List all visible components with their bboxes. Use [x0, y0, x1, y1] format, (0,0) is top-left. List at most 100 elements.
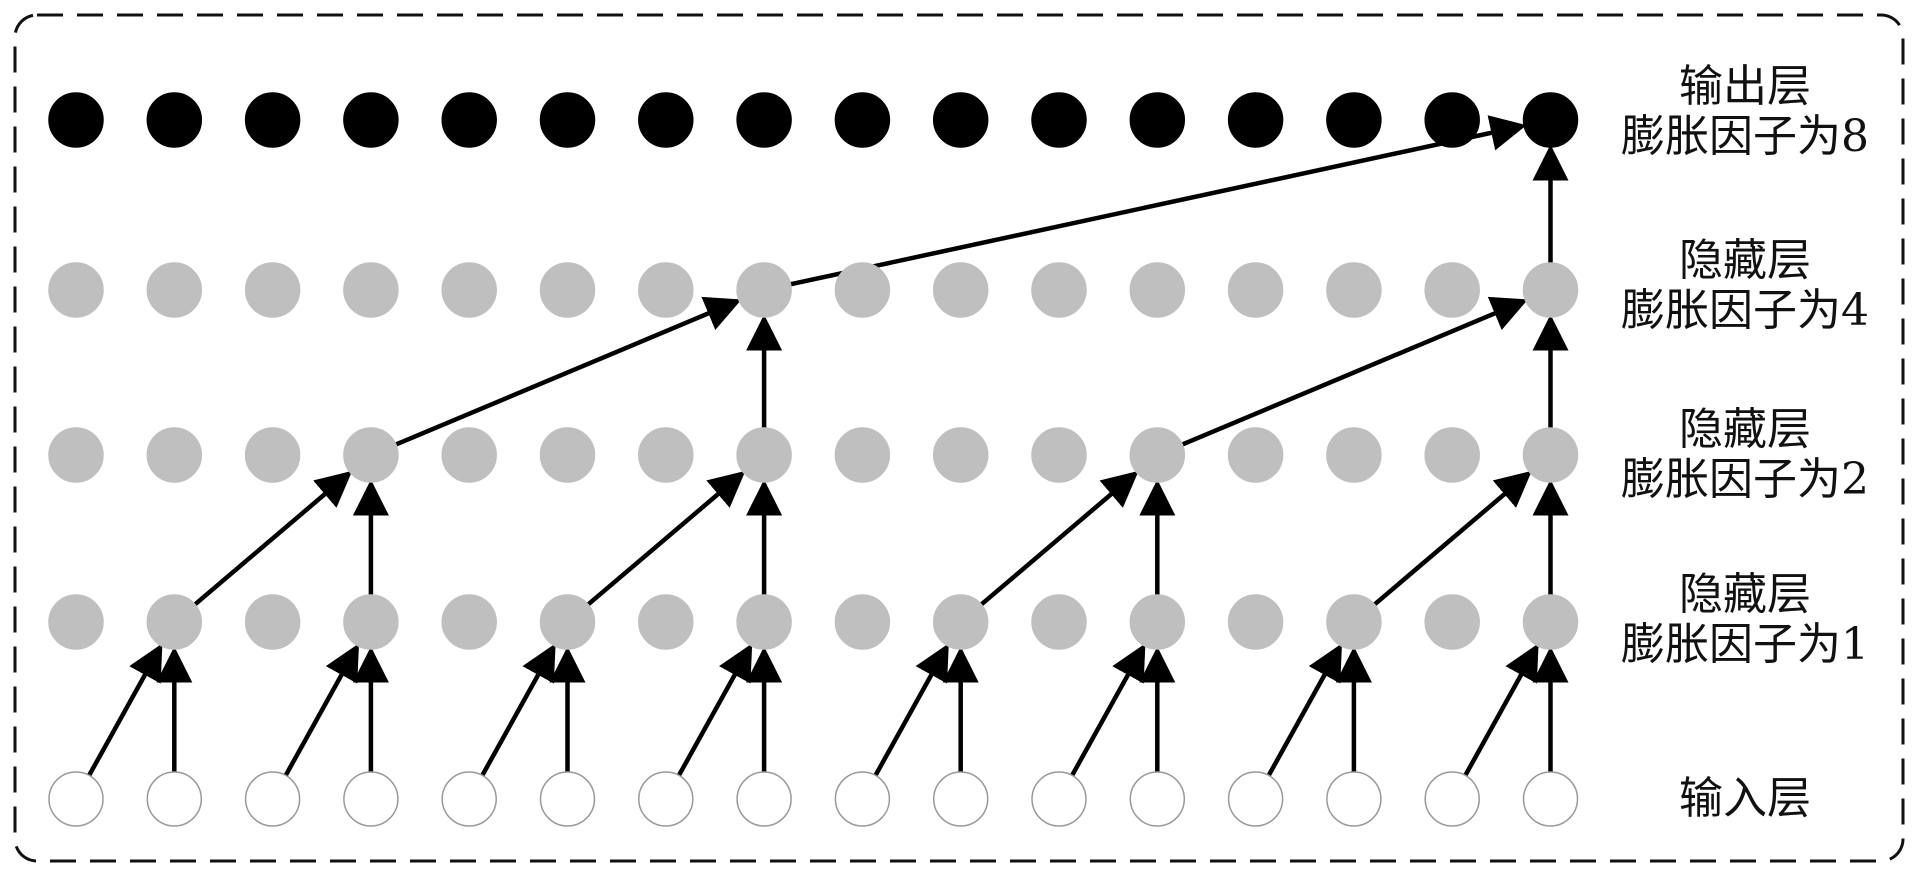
- output-node: [1227, 92, 1284, 148]
- hidden1-node: [638, 594, 694, 650]
- hidden2-node: [1227, 427, 1284, 483]
- input-node: [1522, 771, 1579, 827]
- input-node: [441, 771, 497, 827]
- connection-arrow: [86, 643, 163, 779]
- output-node: [932, 92, 989, 148]
- output-node: [244, 92, 301, 148]
- hidden1-node: [1129, 594, 1186, 650]
- input-node: [638, 771, 694, 827]
- output-node: [1326, 92, 1382, 148]
- hidden2-node: [343, 427, 399, 483]
- hidden2-node: [1129, 427, 1186, 483]
- input-node: [1031, 771, 1087, 827]
- hidden2-node: [834, 427, 891, 483]
- hidden1-node: [244, 594, 301, 650]
- connection-arrow: [191, 470, 353, 608]
- output-node: [441, 92, 497, 148]
- hidden2-node: [244, 427, 301, 483]
- label-input-title: 输入层: [1679, 773, 1811, 824]
- hidden1-node: [441, 594, 497, 650]
- connection-arrow: [1179, 296, 1528, 448]
- input-node: [736, 771, 792, 827]
- input-node: [539, 771, 596, 827]
- hidden1-node: [736, 594, 792, 650]
- output-node: [1424, 92, 1480, 148]
- hidden4-node: [1326, 262, 1382, 318]
- output-node: [539, 92, 596, 148]
- input-node: [343, 771, 399, 827]
- hidden2-node: [736, 427, 792, 483]
- hidden1-node: [1424, 594, 1480, 650]
- connection-arrow: [1265, 643, 1343, 779]
- hidden4-node: [834, 262, 891, 318]
- hidden2-node: [1522, 427, 1579, 483]
- hidden1-node: [48, 594, 104, 650]
- hidden4-node: [1522, 262, 1579, 318]
- output-node: [736, 92, 792, 148]
- hidden1-node: [1522, 594, 1579, 650]
- hidden2-node: [932, 427, 989, 483]
- hidden1-node: [146, 594, 203, 650]
- label-input: 输入层: [1600, 774, 1890, 824]
- hidden4-node: [244, 262, 301, 318]
- hidden2-node: [539, 427, 596, 483]
- connection-arrow: [1371, 470, 1532, 608]
- input-node: [1129, 771, 1186, 827]
- hidden4-node: [48, 262, 104, 318]
- input-node: [932, 771, 989, 827]
- hidden4-node: [932, 262, 989, 318]
- label-output-title: 输出层: [1679, 61, 1811, 112]
- label-hidden4-title: 隐藏层: [1679, 235, 1811, 286]
- hidden2-node: [638, 427, 694, 483]
- input-node: [146, 771, 203, 827]
- hidden4-node: [736, 262, 792, 318]
- hidden4-node: [1129, 262, 1186, 318]
- input-node: [48, 771, 104, 827]
- output-node: [1129, 92, 1186, 148]
- input-node: [244, 771, 301, 827]
- input-node: [834, 771, 891, 827]
- edges: [86, 115, 1569, 779]
- connection-arrow: [479, 643, 556, 779]
- output-node: [1031, 92, 1087, 148]
- hidden2-node: [146, 427, 203, 483]
- label-hidden4: 隐藏层 膨胀因子为4: [1600, 236, 1890, 336]
- label-output: 输出层 膨胀因子为8: [1600, 62, 1890, 162]
- input-node: [1227, 771, 1284, 827]
- connection-arrow: [872, 643, 949, 779]
- hidden4-node: [146, 262, 203, 318]
- dashed-border: [13, 13, 1905, 863]
- hidden1-node: [1031, 594, 1087, 650]
- hidden4-node: [539, 262, 596, 318]
- connection-arrow: [1462, 643, 1539, 779]
- hidden1-node: [343, 594, 399, 650]
- output-node: [638, 92, 694, 148]
- output-node: [1522, 92, 1579, 148]
- input-node: [1424, 771, 1480, 827]
- connection-arrow: [393, 296, 742, 448]
- label-hidden2-subtitle: 膨胀因子为2: [1621, 454, 1869, 505]
- output-node: [343, 92, 399, 148]
- input-node: [1326, 771, 1382, 827]
- hidden2-node: [1424, 427, 1480, 483]
- connection-arrow: [282, 643, 360, 779]
- label-hidden4-subtitle: 膨胀因子为4: [1621, 285, 1869, 336]
- label-hidden1: 隐藏层 膨胀因子为1: [1600, 570, 1890, 670]
- connection-arrow: [788, 115, 1527, 287]
- label-output-subtitle: 膨胀因子为8: [1621, 111, 1869, 162]
- hidden4-node: [1424, 262, 1480, 318]
- connection-arrow: [585, 470, 746, 608]
- label-hidden1-subtitle: 膨胀因子为1: [1621, 619, 1869, 670]
- hidden4-node: [1227, 262, 1284, 318]
- connection-arrow: [1069, 643, 1146, 779]
- hidden1-node: [932, 594, 989, 650]
- output-node: [146, 92, 203, 148]
- connection-arrow: [978, 470, 1139, 608]
- output-node: [834, 92, 891, 148]
- connection-arrow: [675, 643, 753, 779]
- hidden1-node: [1227, 594, 1284, 650]
- hidden2-node: [1326, 427, 1382, 483]
- hidden4-node: [638, 262, 694, 318]
- label-hidden2: 隐藏层 膨胀因子为2: [1600, 405, 1890, 505]
- nodes: [48, 92, 1579, 827]
